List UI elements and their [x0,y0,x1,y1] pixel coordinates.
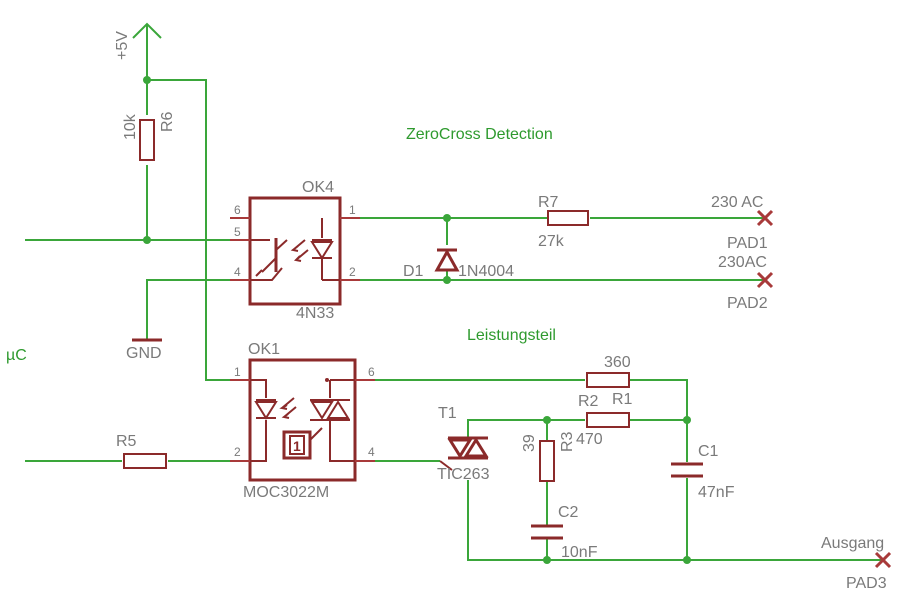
optocoupler-ok4 [230,196,360,306]
resistor-r7 [547,210,589,226]
ok4-pin4: 4 [234,265,241,279]
d1-type: 1N4004 [458,263,514,280]
pad1-name: PAD1 [727,235,768,252]
triac-t1 [439,436,489,471]
c1-value: 47nF [698,484,735,501]
pad2-label: 230AC [718,254,767,271]
junction [543,556,551,564]
r6-name: R6 [159,111,176,132]
ok4-pin6: 6 [234,203,241,217]
junction [443,214,451,222]
junction [683,556,691,564]
c2-value: 10nF [561,544,598,561]
c1-name: C1 [698,443,719,460]
ok4-pin5: 5 [234,225,241,239]
wire-vcc [146,25,250,381]
junction [443,276,451,284]
r5-name: R5 [116,433,137,450]
uc-label: µC [6,347,27,364]
ok1-pin2: 2 [234,445,241,459]
junction [543,416,551,424]
junction [683,416,691,424]
r1-name: R1 [612,391,633,408]
wire-out [467,480,882,561]
t1-name: T1 [438,405,457,422]
capacitor-c2 [531,524,563,540]
ok4-pin1: 1 [349,203,356,217]
gnd-label: GND [126,345,162,362]
resistor-r1 [586,372,630,388]
pad3-icon [874,551,892,569]
ok4-name: OK4 [302,179,334,196]
resistor-r5 [123,453,167,469]
zero-cross-title: ZeroCross Detection [406,126,553,143]
resistor-r2 [586,412,630,428]
resistor-r6 [139,119,155,161]
wire-r1-c1 [630,379,688,462]
optotriac-ok1 [230,358,375,482]
ok1-name: OK1 [248,341,280,358]
vcc-label: +5V [114,31,131,60]
ok1-pin6: 6 [368,365,375,379]
ok1-type: MOC3022M [243,484,329,501]
pad1-label: 230 AC [711,194,763,211]
r2-name: R2 [578,393,599,410]
r1-value: 360 [604,354,631,371]
d1-name: D1 [403,263,424,280]
r7-value: 27k [538,233,565,250]
pad3-label: Ausgang [821,535,884,552]
pad1-icon [756,209,774,227]
ok4-pin2: 2 [349,265,356,279]
r6-value: 10k [122,113,139,140]
pad2-name: PAD2 [727,295,768,312]
r7-name: R7 [538,194,559,211]
junction [143,76,151,84]
ok1-pin1: 1 [234,365,241,379]
wire-gnd [146,279,250,340]
pad2-icon [756,271,774,289]
junctions [143,76,691,564]
resistor-r3 [539,440,555,482]
power-section-title: Leistungsteil [467,327,556,344]
r3b-value: 39 [521,434,538,452]
vcc-arrow-icon [132,22,162,39]
t1-type: TIC263 [437,466,490,483]
r3-value: 470 [576,431,603,448]
capacitor-c1 [671,462,703,478]
c2-name: C2 [558,504,579,521]
junction [143,236,151,244]
pad3-name: PAD3 [846,575,887,592]
r3-name: R3 [559,431,576,452]
ok4-type: 4N33 [296,305,334,322]
zc-symbol: 1 [293,438,301,454]
ok1-pin4: 4 [368,445,375,459]
diode-d1 [434,248,460,272]
